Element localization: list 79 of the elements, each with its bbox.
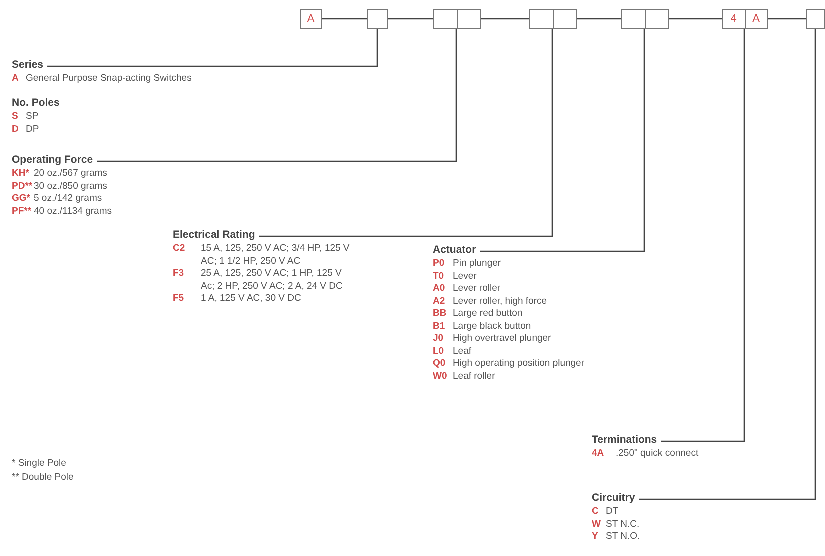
option-description: 20 oz./567 grams	[34, 168, 108, 180]
option-description: ST N.C.	[606, 518, 640, 531]
option-description: Leaf	[453, 346, 472, 358]
option-code: F5	[173, 293, 186, 306]
connector-line	[481, 18, 529, 20]
option-description: Lever roller	[453, 283, 501, 296]
code-box	[367, 9, 388, 29]
option-description: 30 oz./850 grams	[34, 180, 108, 193]
code-character: A	[744, 10, 767, 28]
option-description: 15 A, 125, 250 V AC; 3/4 HP, 125 V AC; 1 1/2 HP, 250 V AC	[201, 243, 351, 268]
leader-line	[97, 29, 458, 162]
option-code: A0	[433, 283, 446, 296]
section-heading: Series	[12, 59, 44, 72]
option-description: 1 A, 125 V AC, 30 V DC	[201, 293, 302, 306]
connector-line	[322, 18, 367, 20]
option-code: A2	[433, 296, 446, 308]
option-description: SP	[26, 111, 39, 124]
option-code: L0	[433, 346, 446, 358]
code-box	[300, 9, 322, 29]
option-description: ST N.O.	[606, 531, 640, 544]
footnote: * Single Pole	[12, 458, 66, 469]
option-description: 5 oz./142 grams	[34, 193, 102, 206]
option-description: 25 A, 125, 250 V AC; 1 HP, 125 V Ac; 2 HP, 250 V AC; 2 A, 24 V DC	[201, 268, 344, 293]
option-code: S	[12, 111, 20, 124]
section-heading: Actuator	[433, 244, 476, 257]
code-character: 4	[730, 12, 738, 27]
option-code: J0	[433, 333, 445, 346]
code-box	[433, 9, 481, 29]
section-heading: Circuitry	[592, 492, 636, 505]
connector-line	[768, 18, 806, 20]
option-code: T0	[433, 270, 446, 283]
code-box	[806, 9, 825, 29]
option-code: BB	[433, 308, 448, 320]
option-code: W	[592, 518, 602, 531]
option-code: Q0	[433, 358, 447, 370]
code-box	[529, 9, 577, 29]
option-description: DP	[26, 124, 40, 136]
option-code: PF**	[12, 206, 33, 218]
option-code: C2	[173, 243, 186, 256]
leader-line	[48, 29, 378, 68]
option-description: General Purpose Snap-acting Switches	[26, 73, 192, 86]
section-heading: Terminations	[592, 434, 658, 447]
footnote: ** Double Pole	[12, 472, 74, 483]
option-code: Y	[592, 531, 600, 544]
option-description: .250" quick connect	[616, 448, 699, 460]
option-code: PD**	[12, 180, 34, 193]
option-description: Large red button	[453, 308, 523, 320]
section-heading: Operating Force	[12, 154, 94, 167]
connector-line	[388, 18, 433, 20]
option-description: High overtravel plunger	[453, 333, 552, 346]
option-description: Lever roller, high force	[453, 296, 547, 308]
code-box	[722, 9, 768, 29]
option-code: A	[12, 73, 20, 86]
option-description: Lever	[453, 270, 477, 283]
code-character: A	[306, 12, 316, 27]
leader-line	[259, 29, 554, 238]
option-code: W0	[433, 370, 448, 383]
leader-line	[661, 29, 746, 442]
option-description: Large black button	[453, 320, 532, 333]
code-box	[621, 9, 669, 29]
connector-line	[669, 18, 722, 20]
option-code: KH*	[12, 168, 30, 180]
leader-line	[480, 29, 646, 252]
option-code: F3	[173, 268, 186, 281]
connector-line	[577, 18, 621, 20]
option-description: Leaf roller	[453, 370, 496, 383]
option-code: P0	[433, 258, 446, 270]
option-code: GG*	[12, 193, 32, 206]
section-heading: Electrical Rating	[173, 229, 256, 242]
section-heading: No. Poles	[12, 97, 60, 110]
option-description: 40 oz./1134 grams	[34, 206, 112, 218]
option-description: Pin plunger	[453, 258, 502, 270]
option-code: 4A	[592, 448, 606, 460]
leader-line	[639, 29, 816, 500]
option-description: High operating position plunger	[453, 358, 585, 370]
option-description: DT	[606, 506, 619, 518]
option-code: C	[592, 506, 600, 518]
option-code: D	[12, 124, 20, 136]
option-code: B1	[433, 320, 446, 333]
